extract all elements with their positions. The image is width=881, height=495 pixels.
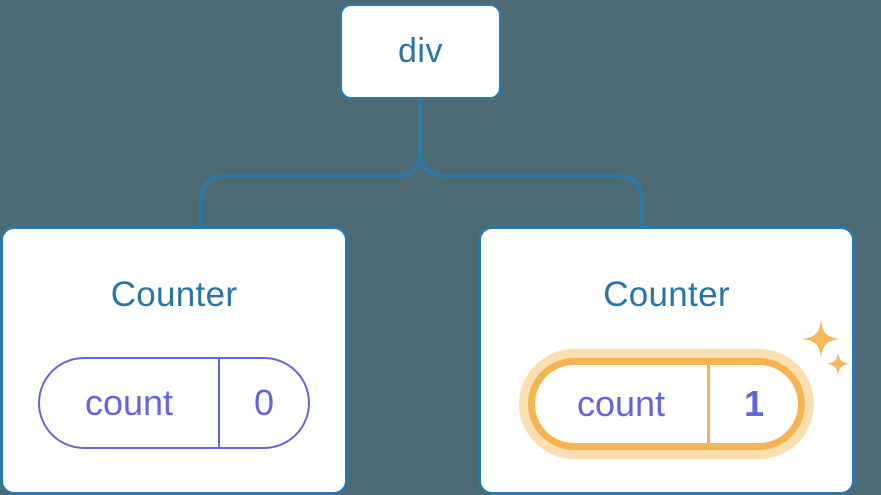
- state-pill-right-key: count: [576, 383, 666, 424]
- node-counter-left[interactable]: Counter count 0: [0, 226, 348, 495]
- state-pill-left-value: 0: [218, 359, 308, 447]
- node-div[interactable]: div: [339, 3, 502, 100]
- state-pill-left-key: count: [84, 382, 174, 423]
- state-pill-wrapper-left: count 0: [3, 357, 345, 449]
- node-counter-left-title: Counter: [110, 275, 238, 314]
- state-pill-right-glow: count 1: [519, 349, 814, 459]
- node-counter-right-title: Counter: [603, 275, 730, 314]
- state-pill-right-value: 1: [707, 365, 798, 443]
- state-pill-wrapper-right: count 1: [481, 349, 852, 459]
- node-div-label: div: [398, 32, 443, 70]
- state-pill-left[interactable]: count 0: [38, 357, 310, 449]
- node-counter-right[interactable]: Counter count 1: [478, 226, 855, 495]
- state-pill-right[interactable]: count 1: [528, 358, 805, 450]
